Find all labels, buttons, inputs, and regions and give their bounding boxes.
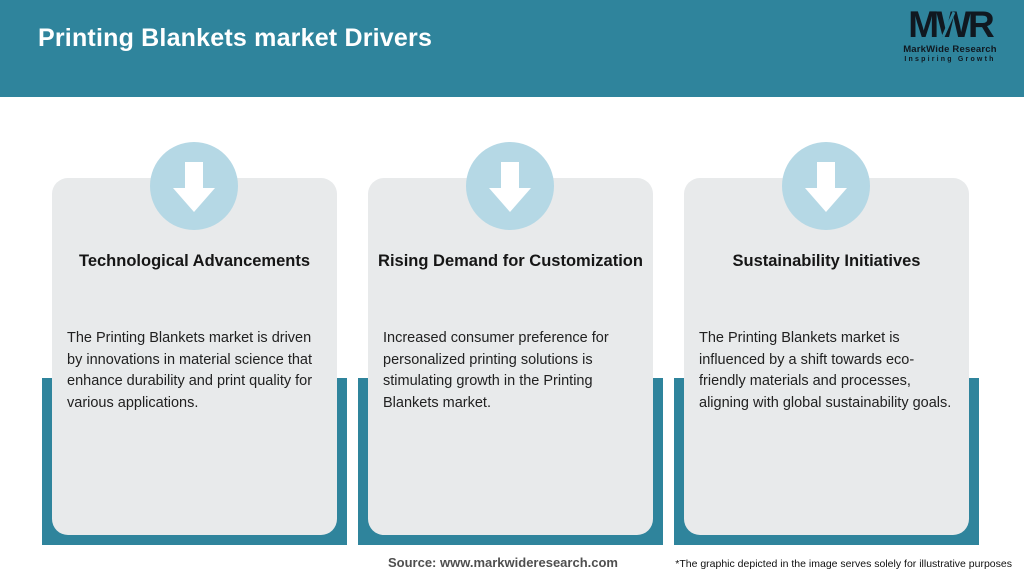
header-bar: Printing Blankets market Drivers MWR Mar… [0, 0, 1024, 97]
source-attribution: Source: www.markwideresearch.com [387, 555, 618, 570]
logo-company-name: MarkWide Research [903, 44, 997, 55]
page-title: Printing Blankets market Drivers [38, 24, 433, 52]
logo-tagline: Inspiring Growth [904, 56, 996, 63]
card-description: Increased consumer preference for person… [383, 330, 609, 411]
logo-monogram: MWR [908, 6, 994, 44]
card-title: Sustainability Initiatives [732, 252, 921, 270]
driver-card-sustainability-initiatives: Sustainability Initiatives The Printing … [684, 178, 969, 535]
markwide-research-logo: MWR MarkWide Research Inspiring Growth [890, 6, 1010, 64]
card-title: Rising Demand for Customization [378, 252, 643, 270]
down-arrow-badge [150, 142, 238, 230]
card-description: The Printing Blankets market is influenc… [699, 330, 952, 411]
disclaimer-note: *The graphic depicted in the image serve… [675, 558, 1012, 570]
card-title: Technological Advancements [78, 252, 311, 270]
driver-card-technological-advancements: Technological Advancements The Printing … [52, 178, 337, 535]
driver-card-rising-demand-for-customization: Rising Demand for Customization Increase… [368, 178, 653, 535]
down-arrow-icon [489, 162, 531, 212]
card-description: The Printing Blankets market is driven b… [67, 330, 313, 411]
down-arrow-badge [782, 142, 870, 230]
down-arrow-icon [805, 162, 847, 212]
down-arrow-badge [466, 142, 554, 230]
down-arrow-icon [173, 162, 215, 212]
